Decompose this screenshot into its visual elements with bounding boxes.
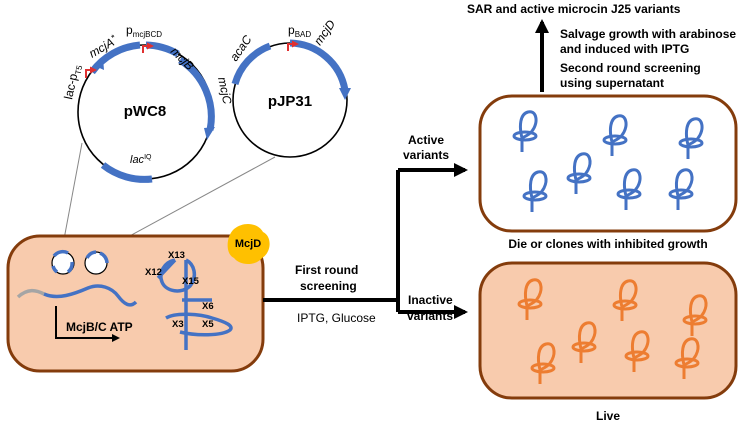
atp-label: McjB/C ATP: [66, 320, 133, 334]
pos-x15: X15: [182, 276, 200, 287]
second-round-line2: using supernatant: [560, 76, 664, 90]
active-line1: Active: [408, 133, 444, 147]
pos-x6: X6: [202, 301, 214, 312]
pbad-label: pBAD: [288, 23, 311, 39]
mcjd-badge-label: McjD: [235, 238, 261, 250]
salvage-line2: and induced with IPTG: [560, 42, 689, 56]
first-round-line1: First round: [295, 263, 358, 277]
inactive-variant-cell: [478, 261, 738, 400]
pos-x5: X5: [202, 319, 214, 330]
mcjd-badge: [227, 223, 270, 264]
svg-text:mcjD: mcjD: [311, 17, 338, 48]
active-line2: variants: [403, 148, 449, 162]
inactive-line2: variants: [407, 309, 453, 323]
plasmid-pwc8: pWC8 lac-pT5 mcjA* pmcjBCD mcjB mcjC lac…: [61, 23, 235, 183]
mcjc-label: mcjC: [215, 76, 234, 106]
live-label: Live: [596, 409, 620, 423]
top-title: SAR and active microcin J25 variants: [467, 2, 681, 16]
inactive-line1: Inactive: [408, 293, 453, 307]
screening-flow: [263, 19, 549, 319]
first-round-line2: screening: [300, 279, 357, 293]
plasmid-pjp31: pJP31 acaC pBAD mcjD: [227, 17, 351, 158]
active-variant-cell: [478, 94, 738, 233]
die-label: Die or clones with inhibited growth: [508, 237, 707, 251]
second-round-line1: Second round screening: [560, 61, 701, 75]
bacterial-cell: McjB/C ATP X13 X12 X15 X6 X3 X5 McjD: [6, 223, 270, 373]
zoom-line-left: [61, 142, 83, 251]
pwc8-name: pWC8: [124, 103, 167, 120]
pos-x13: X13: [168, 250, 185, 261]
lac-pt5-label: lac-pT5: [61, 63, 84, 101]
pjp31-name: pJP31: [268, 93, 312, 110]
conditions-label: IPTG, Glucose: [297, 311, 376, 325]
pos-x12: X12: [145, 267, 162, 278]
svg-text:mcjC: mcjC: [215, 76, 234, 106]
salvage-line1: Salvage growth with arabinose: [560, 27, 736, 41]
svg-text:lac-pT5: lac-pT5: [61, 63, 84, 101]
pos-x3: X3: [172, 319, 184, 330]
mcjd-gene-label: mcjD: [311, 17, 338, 48]
lasso-structure: [156, 258, 233, 350]
laci-label: lacIQ: [130, 154, 152, 166]
pmcj-label: pmcjBCD: [126, 23, 162, 39]
